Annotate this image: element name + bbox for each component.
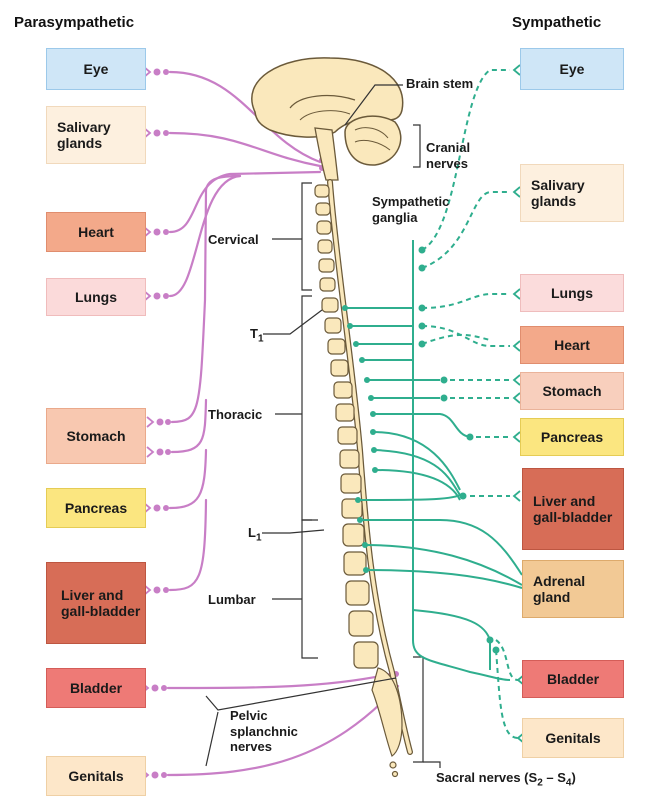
brain: [251, 57, 404, 181]
spine-brackets: [205, 84, 441, 768]
label-thoracic: Thoracic: [208, 407, 263, 422]
label-cervical: Cervical: [208, 232, 259, 247]
right-organ-salivary-glands: Salivary glands: [520, 164, 624, 222]
right-organ-bladder: Bladder: [522, 660, 624, 698]
right-organ-genitals: Genitals: [522, 718, 624, 758]
parasympathetic-nerves: [166, 70, 400, 777]
left-organ-eye: Eye: [46, 48, 146, 90]
left-organ-bladder: Bladder: [46, 668, 146, 708]
left-organ-liver-gallbladder: Liver and gall-bladder: [46, 562, 146, 644]
left-organ-stomach: Stomach: [46, 408, 146, 464]
label-l1: L1: [248, 525, 262, 544]
right-organ-adrenal-gland: Adrenal gland: [522, 560, 624, 618]
right-organ-pancreas: Pancreas: [520, 418, 624, 456]
label-lumbar: Lumbar: [208, 592, 256, 607]
right-organ-heart: Heart: [520, 326, 624, 364]
left-organ-heart: Heart: [46, 212, 146, 252]
parasympathetic-ganglia: [151, 68, 399, 779]
left-organ-salivary-glands: Salivary glands: [46, 106, 146, 164]
sympathetic-ganglia-dots: [342, 246, 500, 654]
label-t1: T1: [250, 326, 264, 345]
left-organ-genitals: Genitals: [46, 756, 146, 796]
vertebral-column: [314, 184, 403, 778]
label-brain-stem: Brain stem: [406, 76, 474, 91]
left-organ-lungs: Lungs: [46, 278, 146, 316]
right-organ-liver-gallbladder: Liver and gall-bladder: [522, 468, 624, 550]
parasympathetic-header: Parasympathetic: [14, 14, 135, 31]
left-organ-pancreas: Pancreas: [46, 488, 146, 528]
right-organ-eye: Eye: [520, 48, 624, 90]
label-cranial-nerves: Cranial nerves: [426, 140, 471, 171]
label-pelvic-splanchnic-nerves: Pelvic splanchnic nerves: [230, 708, 298, 755]
sympathetic-postganglionic: [421, 69, 519, 739]
right-organ-lungs: Lungs: [520, 274, 624, 312]
right-organ-stomach: Stomach: [520, 372, 624, 410]
label-sympathetic-ganglia: Sympathetic ganglia: [372, 194, 450, 225]
sympathetic-header: Sympathetic: [512, 14, 602, 31]
label-sacral-nerves: Sacral nerves (S2 – S4): [436, 770, 576, 789]
